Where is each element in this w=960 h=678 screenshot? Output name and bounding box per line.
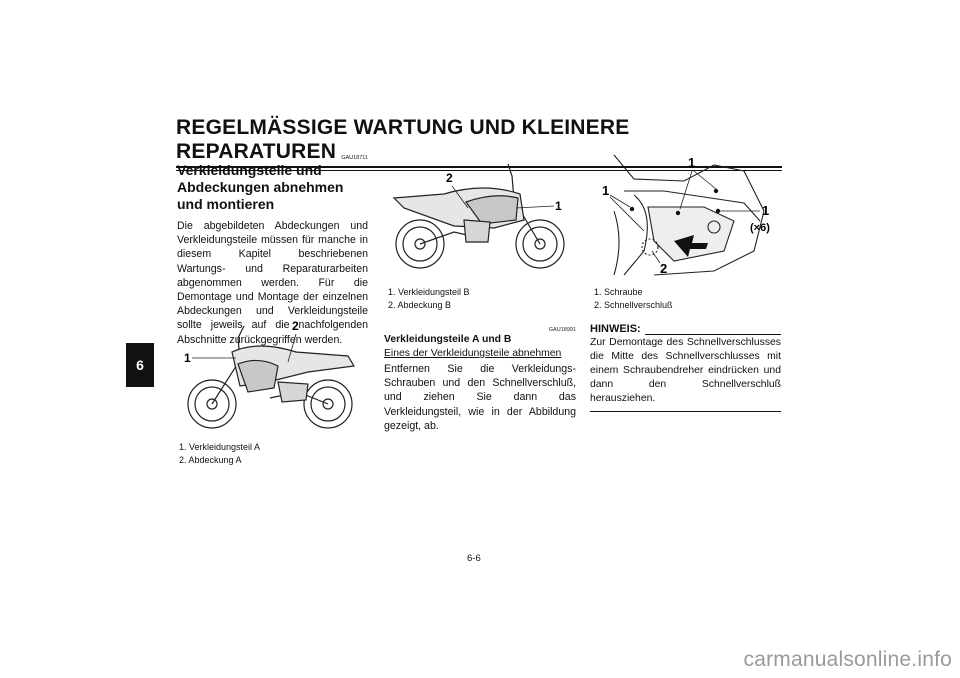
note-end-rule [590,411,781,412]
figure-caption-right: 1. Schraube 2. Schnellverschluß [594,286,673,312]
callout-1: 1 [555,199,562,213]
motorcycle-figure-left: 1 2 [184,319,355,429]
page-header: REGELMÄSSIGE WARTUNG UND KLEINERE REPARA… [176,116,782,171]
caption-item: 1. Schraube [594,287,643,297]
caption-item: 1. Verkleidungsteil B [388,287,470,297]
figure-caption-middle: 1. Verkleidungsteil B 2. Abdeckung B [388,286,470,312]
chapter-tab: 6 [126,343,154,387]
watermark: carmanualsonline.info [743,648,952,671]
callout-1c: 1 [762,203,769,218]
subsection-heading-underlined: Eines der Verkleidungsteile abnehmen [384,348,562,359]
note-title-row: HINWEIS: [590,323,781,335]
note-text: Zur Demontage des Schnellverschlusses di… [590,337,781,404]
section-title: Verkleidungsteile und Abdeckungen abnehm… [177,162,344,212]
callout-x6: (×6) [750,222,770,234]
note-title: HINWEIS: [590,323,641,335]
fairing-detail-figure: 1 1 1 (×6) 2 [602,154,770,276]
note-box: HINWEIS: Zur Demontage des Schnellversch… [590,323,781,412]
caption-item: 2. Abdeckung B [388,300,452,310]
callout-1a: 1 [688,155,695,170]
header-rule [176,166,782,168]
section-body: Die abgebildeten Abdeckungen und Verklei… [177,220,368,346]
callout-2: 2 [660,261,667,276]
caption-item: 2. Abdeckung A [179,455,242,465]
caption-item: 1. Verkleidungsteil A [179,442,261,452]
page-number: 6-6 [467,553,481,564]
callout-1: 1 [184,351,191,365]
header-rule-thin [176,170,782,171]
page-title: REGELMÄSSIGE WARTUNG UND KLEINERE REPARA… [176,116,630,163]
subsection-body: Entfernen Sie die Verkleidungs-Schrauben… [384,363,576,432]
callout-2: 2 [446,171,453,185]
callout-2: 2 [292,319,299,333]
section-code: GAU18991 [548,327,576,333]
subsection-title: Verkleidungsteile A und B [384,334,512,345]
caption-item: 2. Schnellverschluß [594,300,673,310]
callout-1b: 1 [602,183,609,198]
section-code: GAU18711 [341,155,368,161]
motorcycle-figure-middle: 2 1 [392,163,565,269]
figure-caption-left: 1. Verkleidungsteil A 2. Abdeckung A [179,441,260,467]
note-title-rule [644,324,781,335]
